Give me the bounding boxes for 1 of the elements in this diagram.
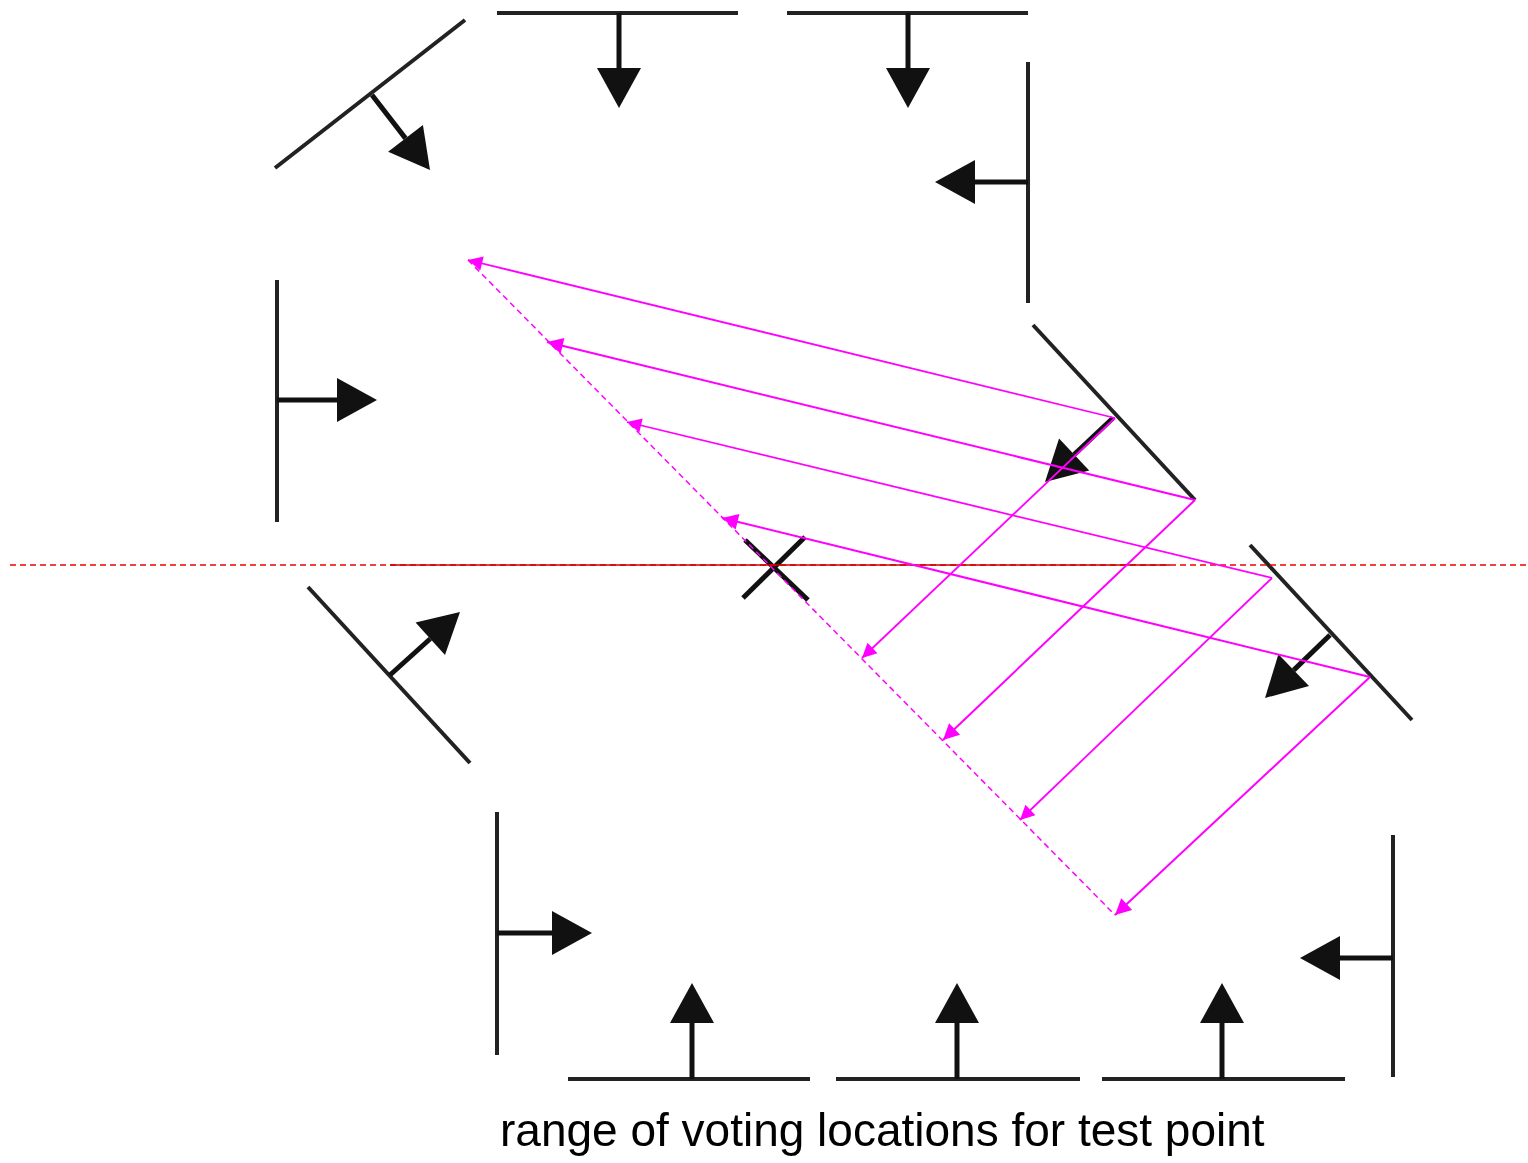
- caption-text: range of voting locations for test point: [500, 1103, 1265, 1157]
